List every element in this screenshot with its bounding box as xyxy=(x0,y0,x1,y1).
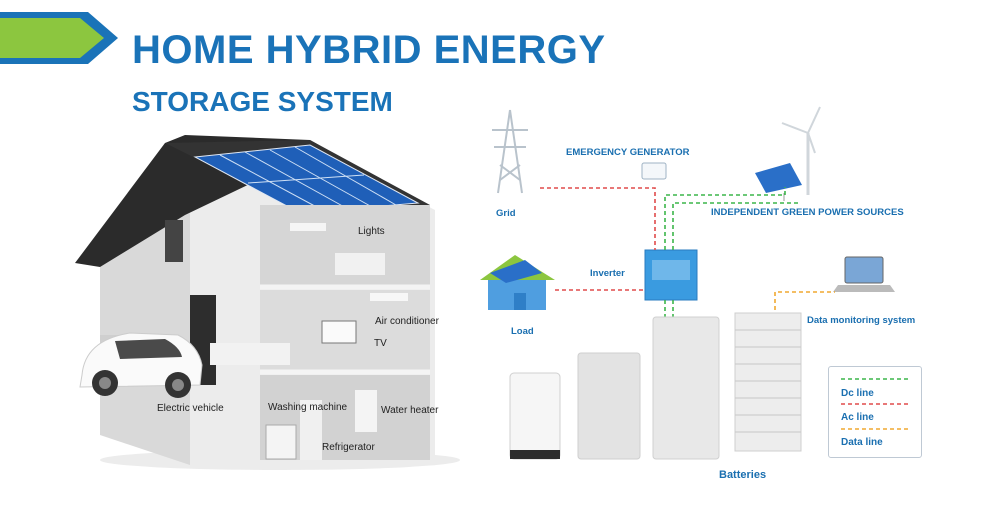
label-load: Load xyxy=(511,326,534,337)
label-water-heater: Water heater xyxy=(381,405,439,416)
inverter-icon xyxy=(644,249,698,301)
label-electric-vehicle: Electric vehicle xyxy=(157,403,224,414)
green-power-icon xyxy=(755,106,821,201)
label-emergency-generator: EMERGENCY GENERATOR xyxy=(566,147,690,158)
load-house-icon xyxy=(480,255,555,310)
legend-lines xyxy=(841,378,911,430)
label-washing-machine: Washing machine xyxy=(268,402,348,413)
system-diagram xyxy=(480,106,895,460)
label-lights: Lights xyxy=(358,226,385,237)
label-data-monitoring: Data monitoring system xyxy=(807,315,916,326)
page-title: HOME HYBRID ENERGY xyxy=(132,28,606,72)
header-arrow-icon xyxy=(0,12,118,64)
label-inverter: Inverter xyxy=(590,268,625,279)
generator-icon xyxy=(641,162,667,180)
battery-units xyxy=(509,312,802,460)
legend-ac-line: Ac line xyxy=(841,412,874,423)
line-legend: Dc line Ac line Data line xyxy=(828,366,922,458)
label-refrigerator: Refrigerator xyxy=(322,442,375,453)
legend-dc-line: Dc line xyxy=(841,388,874,399)
label-grid: Grid xyxy=(496,208,516,219)
label-air-conditioner: Air conditioner xyxy=(375,316,439,327)
label-green-power: INDEPENDENT GREEN POWER SOURCES xyxy=(711,207,904,218)
page-subtitle: STORAGE SYSTEM xyxy=(132,86,393,117)
laptop-icon xyxy=(833,256,895,292)
legend-data-line: Data line xyxy=(841,437,883,448)
label-tv: TV xyxy=(374,338,387,349)
grid-tower-icon xyxy=(492,109,528,194)
house-illustration xyxy=(75,135,460,470)
label-batteries: Batteries xyxy=(719,469,767,481)
